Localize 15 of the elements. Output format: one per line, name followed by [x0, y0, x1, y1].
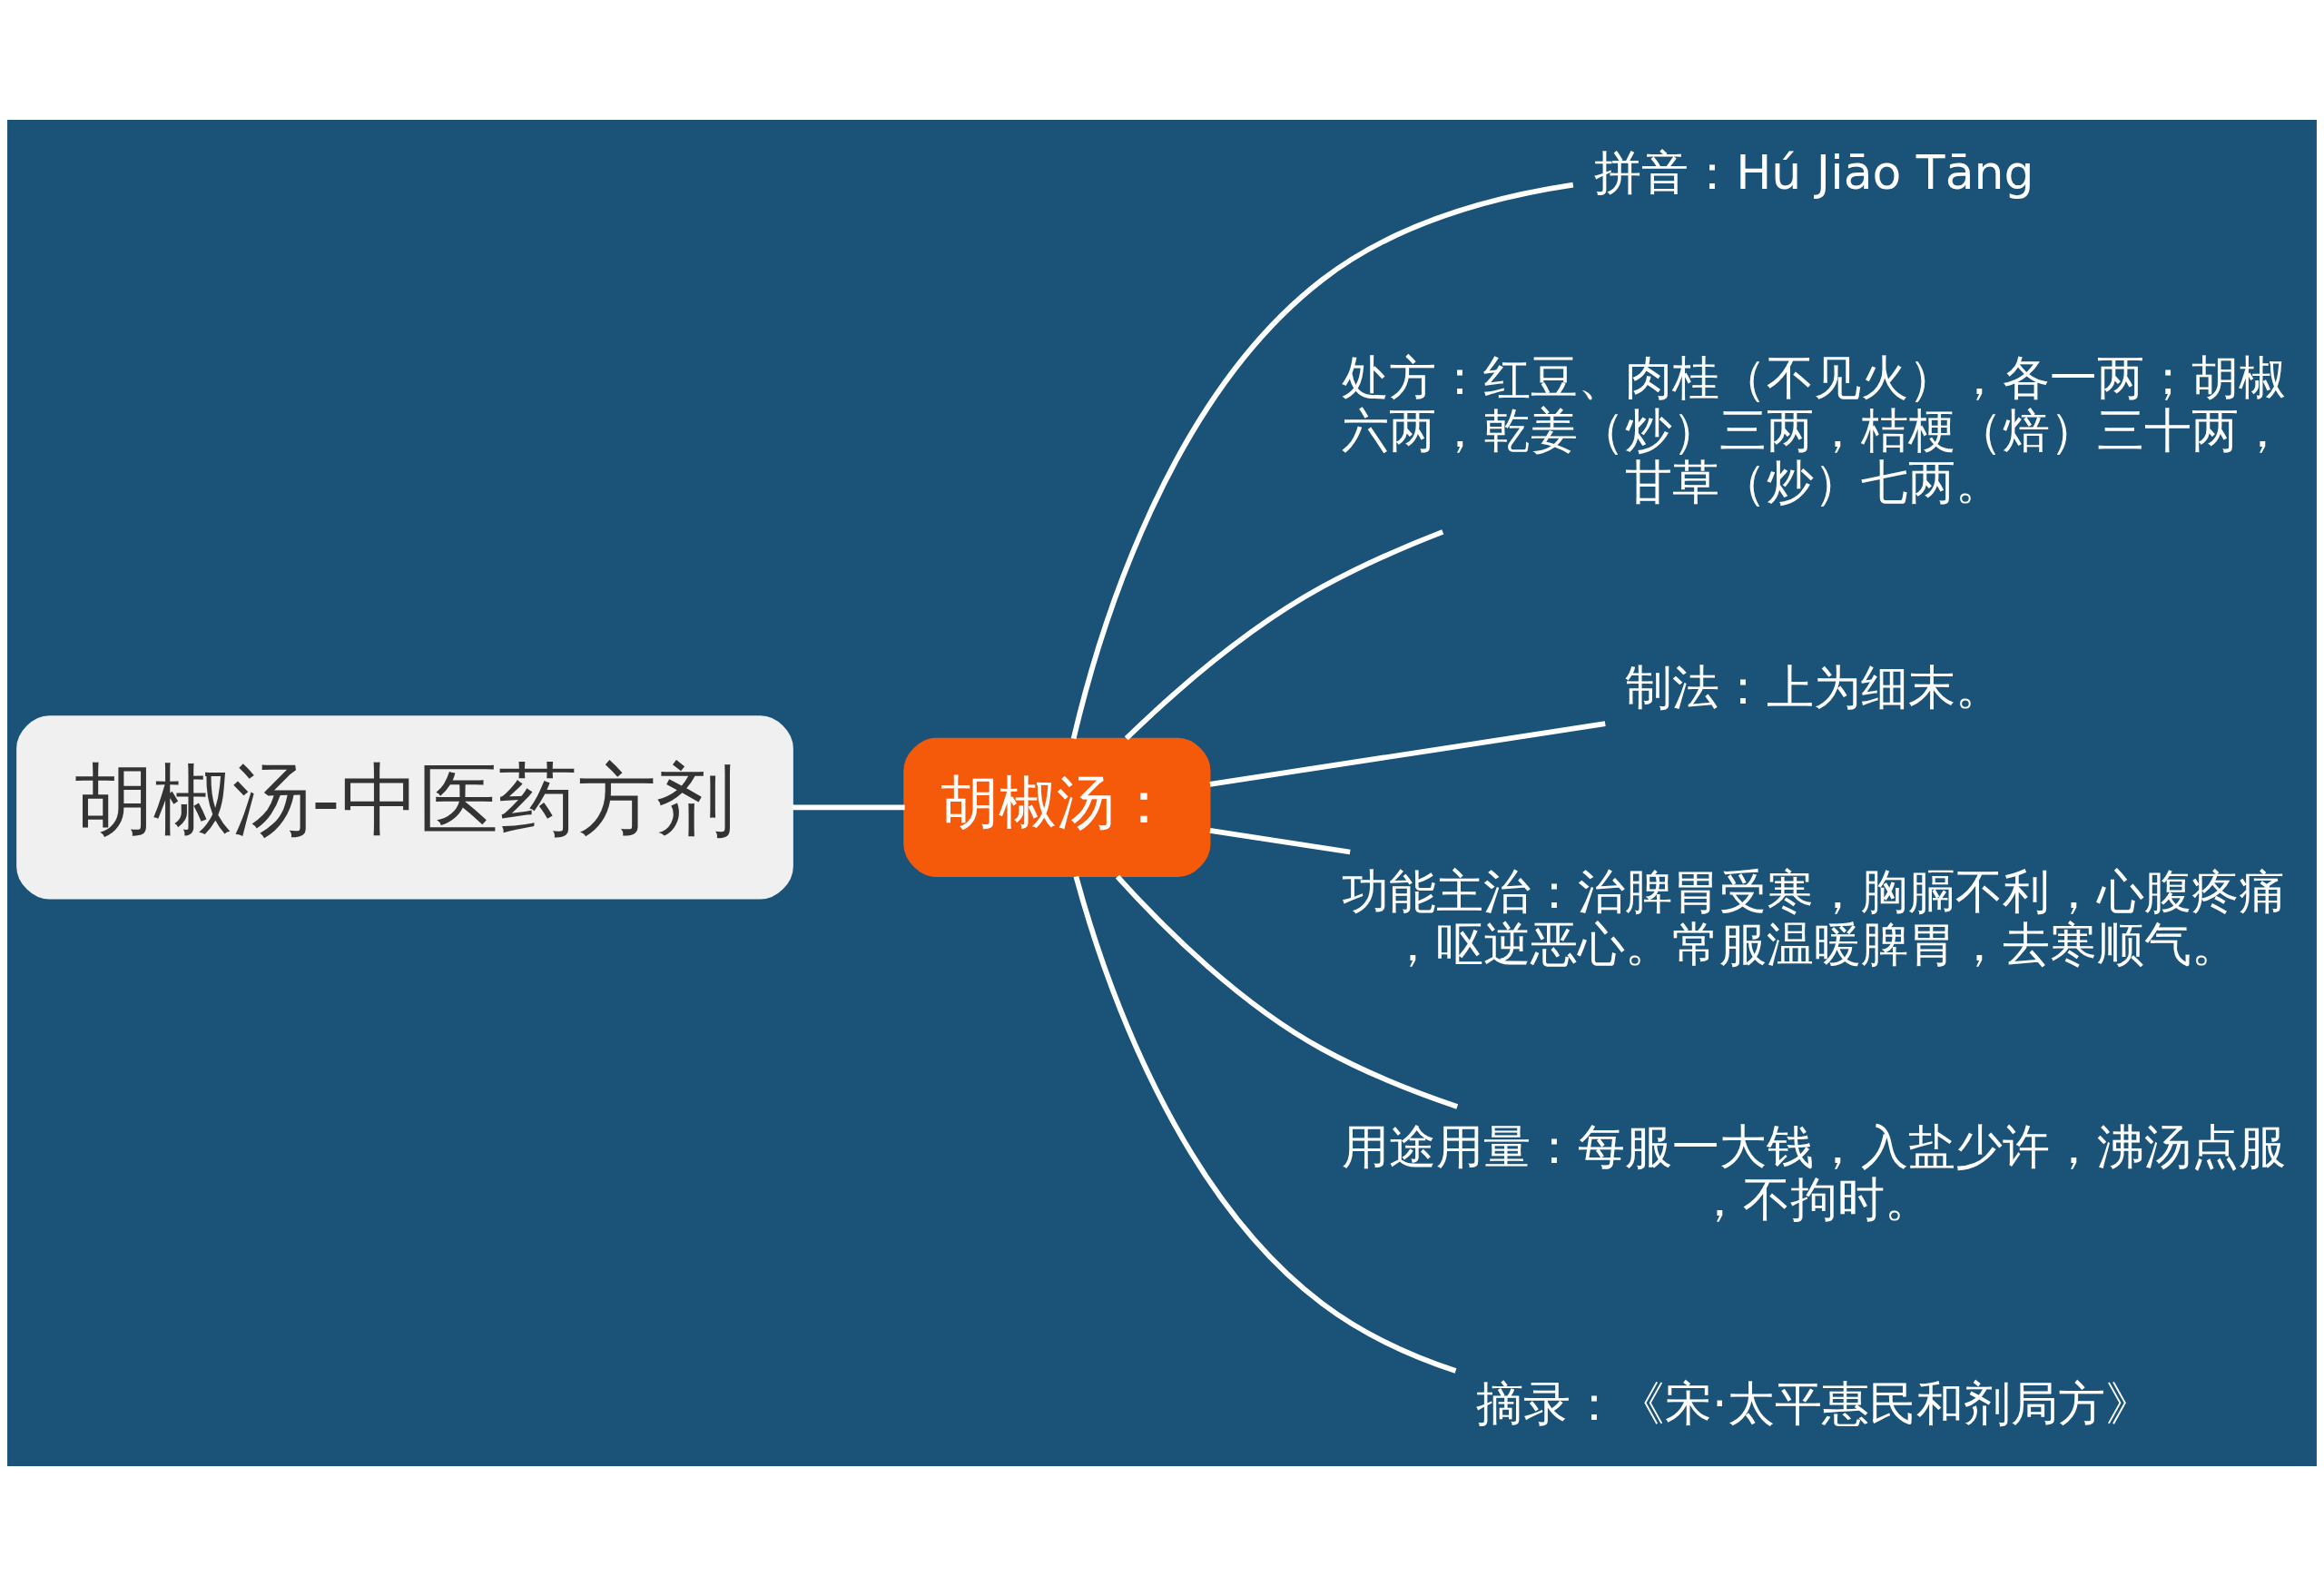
node-text: 用途用量：每服一大钱，入盐少许，沸汤点服，不拘时。 [1342, 1118, 2287, 1226]
node-text: 摘录：《宋·太平惠民和剂局方》 [1476, 1376, 2152, 1432]
connector [1073, 875, 1457, 1374]
node-box: 胡椒汤： [903, 737, 1211, 877]
node-text: 拼音：Hú Jiāo Tāng [1594, 145, 2034, 201]
node-text: 处方：红豆、肉桂（不见火），各一两；胡椒六两，乾姜（炒）三两，桔梗（焙）三十两，甘草（炒）七两。 [1342, 350, 2287, 510]
connector [1070, 182, 1574, 740]
connector [1124, 529, 1444, 741]
connector [1209, 828, 1351, 855]
node-text: 功能主治：治脾胃受寒，胸膈不利，心腹疼痛，呕逆恶心。常服温暖脾胃，去寒顺气。 [1342, 864, 2287, 972]
connector [1115, 874, 1459, 1109]
node-box: 胡椒汤-中医药方剂 [16, 715, 793, 900]
node-text: 制法：上为细末。 [1625, 659, 2004, 714]
connector [792, 804, 905, 811]
connector [1209, 721, 1606, 787]
